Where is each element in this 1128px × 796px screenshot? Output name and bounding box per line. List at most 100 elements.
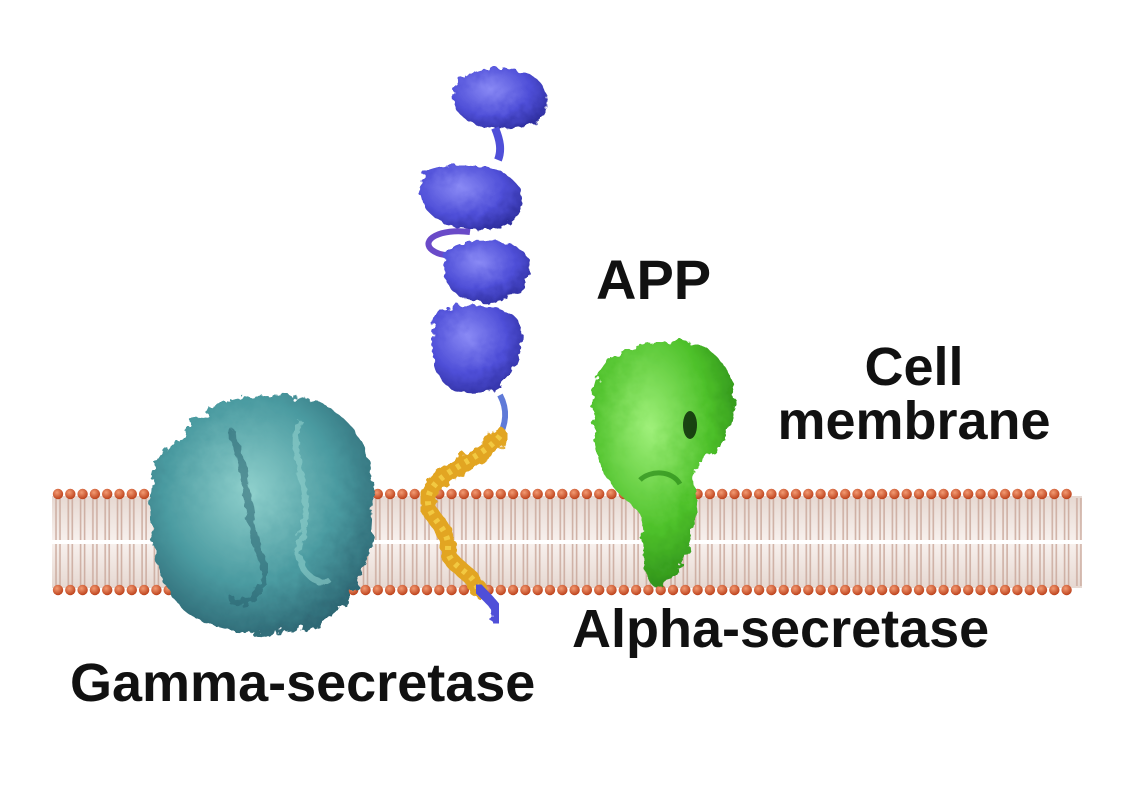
- lipid-head: [889, 584, 900, 596]
- lipid-head: [606, 584, 617, 596]
- lipid-head: [999, 584, 1011, 596]
- lipid-head: [926, 584, 937, 596]
- lipid-head: [987, 488, 998, 500]
- lipid-head: [126, 584, 137, 596]
- lipid-head: [114, 584, 125, 596]
- lipid-head: [901, 584, 912, 596]
- lipid-head: [840, 488, 851, 500]
- lipid-head: [729, 488, 740, 500]
- lipid-head: [409, 584, 420, 596]
- lipid-head: [409, 488, 420, 500]
- lipid-head: [975, 488, 986, 500]
- lipid-head: [1061, 584, 1072, 596]
- lipid-head: [532, 584, 543, 596]
- lipid-head: [827, 488, 839, 500]
- lipid-head: [52, 584, 64, 596]
- cell-membrane-label-line2: membrane: [777, 391, 1051, 451]
- lipid-head: [458, 488, 470, 500]
- lipid-head: [926, 488, 937, 500]
- lipid-head: [741, 584, 752, 596]
- lipid-head: [1049, 488, 1060, 500]
- lipid-head: [938, 584, 949, 596]
- lipid-head: [126, 488, 137, 500]
- lipid-head: [372, 488, 383, 500]
- lipid-head: [65, 488, 76, 500]
- lipid-head: [630, 584, 642, 596]
- lipid-head: [421, 584, 433, 596]
- lipid-head: [495, 488, 506, 500]
- lipid-head: [471, 488, 482, 500]
- lipid-head: [102, 584, 113, 596]
- lipid-head: [581, 488, 593, 500]
- lipid-head: [741, 488, 752, 500]
- lipid-head: [606, 488, 617, 500]
- lipid-head: [963, 488, 974, 500]
- lipid-head: [384, 584, 396, 596]
- lipid-head: [495, 584, 506, 596]
- lipid-head: [1036, 584, 1048, 596]
- lipid-head: [864, 488, 875, 500]
- lipid-head: [876, 584, 888, 596]
- lipid-head: [704, 584, 716, 596]
- lipid-head: [1036, 488, 1048, 500]
- lipid-head: [532, 488, 543, 500]
- lipid-head: [901, 488, 912, 500]
- lipid-head: [852, 584, 863, 596]
- lipid-head: [65, 584, 76, 596]
- lipid-head: [138, 488, 150, 500]
- lipid-head: [913, 488, 925, 500]
- lipid-head: [790, 488, 802, 500]
- lipid-head: [889, 488, 900, 500]
- lipid-head: [1049, 584, 1060, 596]
- lipid-head: [766, 584, 777, 596]
- lipid-head: [544, 584, 556, 596]
- cell-membrane-label: Cell membrane: [758, 340, 1070, 448]
- lipid-head: [618, 584, 629, 596]
- lipid-head: [557, 584, 568, 596]
- lipid-head: [151, 584, 162, 596]
- lipid-head: [1024, 584, 1035, 596]
- lipid-head: [729, 584, 740, 596]
- lipid-head: [717, 584, 728, 596]
- cell-membrane-label-line1: Cell: [864, 337, 964, 397]
- gamma-secretase-protein: [149, 395, 373, 634]
- lipid-head: [557, 488, 568, 500]
- lipid-head: [581, 584, 593, 596]
- lipid-head: [458, 584, 470, 596]
- lipid-head: [975, 584, 986, 596]
- lipid-head: [999, 488, 1011, 500]
- alpha-secretase-label: Alpha-secretase: [572, 599, 990, 659]
- lipid-head: [360, 584, 371, 596]
- lipid-head: [815, 584, 826, 596]
- lipid-head: [950, 488, 962, 500]
- lipid-head: [89, 488, 101, 500]
- lipid-head: [434, 584, 445, 596]
- lipid-head: [790, 584, 802, 596]
- lipid-head: [483, 488, 494, 500]
- lipid-head: [52, 488, 64, 500]
- lipid-head: [815, 488, 826, 500]
- lipid-head: [520, 488, 531, 500]
- lipid-head: [446, 488, 457, 500]
- lipid-head: [667, 584, 679, 596]
- lipid-head: [89, 584, 101, 596]
- lipid-head: [778, 584, 789, 596]
- lipid-head: [507, 488, 519, 500]
- lipid-head: [938, 488, 949, 500]
- lipid-head: [864, 584, 875, 596]
- lipid-head: [753, 584, 765, 596]
- app-protein: [420, 67, 547, 625]
- lipid-head: [569, 488, 580, 500]
- lipid-head: [840, 584, 851, 596]
- gamma-secretase-label: Gamma-secretase: [70, 653, 536, 713]
- lipid-head: [102, 488, 113, 500]
- lipid-head: [692, 584, 703, 596]
- lipid-head: [717, 488, 728, 500]
- lipid-head: [704, 488, 716, 500]
- lipid-head: [1012, 584, 1023, 596]
- lipid-head: [1012, 488, 1023, 500]
- lipid-head: [803, 584, 814, 596]
- lipid-head: [372, 584, 383, 596]
- lipid-head: [1061, 488, 1072, 500]
